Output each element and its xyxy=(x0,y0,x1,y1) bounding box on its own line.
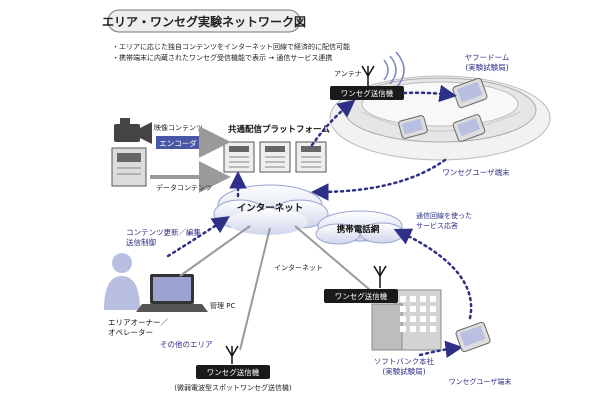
comm-service-sublabel: サービス応答 xyxy=(416,221,458,230)
bullet-2: ・携帯端末に内蔵されたワンセグ受信機能で表示 → 通信サービス連携 xyxy=(112,53,332,62)
building-icon xyxy=(371,289,442,351)
platform-to-transmitter-arrow xyxy=(310,99,356,147)
phone-icon xyxy=(452,114,486,142)
transmitter-label-top: ワンセグ送信機 xyxy=(341,88,394,98)
server-unit xyxy=(259,141,291,173)
response-arrow-bottom xyxy=(393,228,473,320)
phone-icon xyxy=(398,115,428,139)
bullet-1: ・エリアに応じた独自コンテンツをインターネット回線で経済的に配信可能 xyxy=(112,42,350,51)
content-update-sublabel: 送信制御 xyxy=(126,237,156,247)
platform-title: 共通配信プラットフォーム xyxy=(228,124,330,135)
antenna-icon xyxy=(225,345,239,364)
weak-transmitter-label: (微弱電波型スポットワンセグ送信機) xyxy=(174,383,292,392)
softbank-sublabel: (実験試験局) xyxy=(382,366,425,376)
antenna-label: アンテナ xyxy=(334,70,362,78)
comm-service-label: 通信回線を使った xyxy=(416,211,472,220)
yafuu-dome-sublabel: (実験試験局) xyxy=(465,62,508,72)
oneseg-user-bottom-label: ワンセグユーザ端末 xyxy=(449,377,512,386)
transmitter-box-top xyxy=(330,86,404,100)
other-area-label: その他のエリア xyxy=(160,339,213,349)
title-box xyxy=(107,9,301,33)
admin-pc-label: 管理 PC xyxy=(210,301,235,310)
data-server-icon xyxy=(111,147,147,187)
yafuu-dome-label: ヤフードーム xyxy=(465,53,510,62)
antenna-icon xyxy=(373,265,387,288)
video-content-label: 映像コンテンツ xyxy=(154,123,203,132)
laptop-icon xyxy=(136,274,208,312)
internet-small-label: インターネット xyxy=(274,263,323,272)
transmitter-label-softbank: ワンセグ送信機 xyxy=(335,291,388,301)
antenna-icon xyxy=(361,51,405,89)
content-update-arrow xyxy=(166,216,230,258)
encoder-box xyxy=(156,136,200,149)
transmitter-label-other: ワンセグ送信機 xyxy=(207,367,260,377)
phone-icon xyxy=(455,321,491,353)
area-owner-label: エリアオーナー／ xyxy=(108,318,168,327)
transmitter-box-other xyxy=(196,365,270,379)
mobile-network-label: 携帯電話網 xyxy=(337,224,380,235)
response-arrow-top xyxy=(311,158,447,201)
data-content-label: データコンテンツ xyxy=(156,183,212,192)
connection-line-pc xyxy=(179,225,251,277)
encoder-label: エンコーダ xyxy=(159,138,197,148)
connection-line-softbank xyxy=(294,225,371,291)
content-update-label: コンテンツ更新／編集 xyxy=(126,227,201,237)
internet-label: インターネット xyxy=(237,202,304,214)
video-camera-icon xyxy=(114,118,152,144)
softbank-broadcast-arrow xyxy=(418,340,463,358)
person-icon xyxy=(104,253,140,310)
broadcast-arrow xyxy=(402,84,457,103)
area-owner-sublabel: オペレーター xyxy=(108,328,153,337)
softbank-label: ソフトバンク本社 xyxy=(374,356,435,366)
mobile-network-cloud xyxy=(315,210,405,245)
diagram-title: エリア・ワンセグ実験ネットワーク図 xyxy=(102,14,306,29)
server-unit xyxy=(295,141,327,173)
server-unit xyxy=(223,141,255,173)
oneseg-user-top-label: ワンセグユーザ端末 xyxy=(442,167,510,177)
transmitter-box-softbank xyxy=(324,289,398,303)
connection-line-other-area xyxy=(239,227,271,351)
